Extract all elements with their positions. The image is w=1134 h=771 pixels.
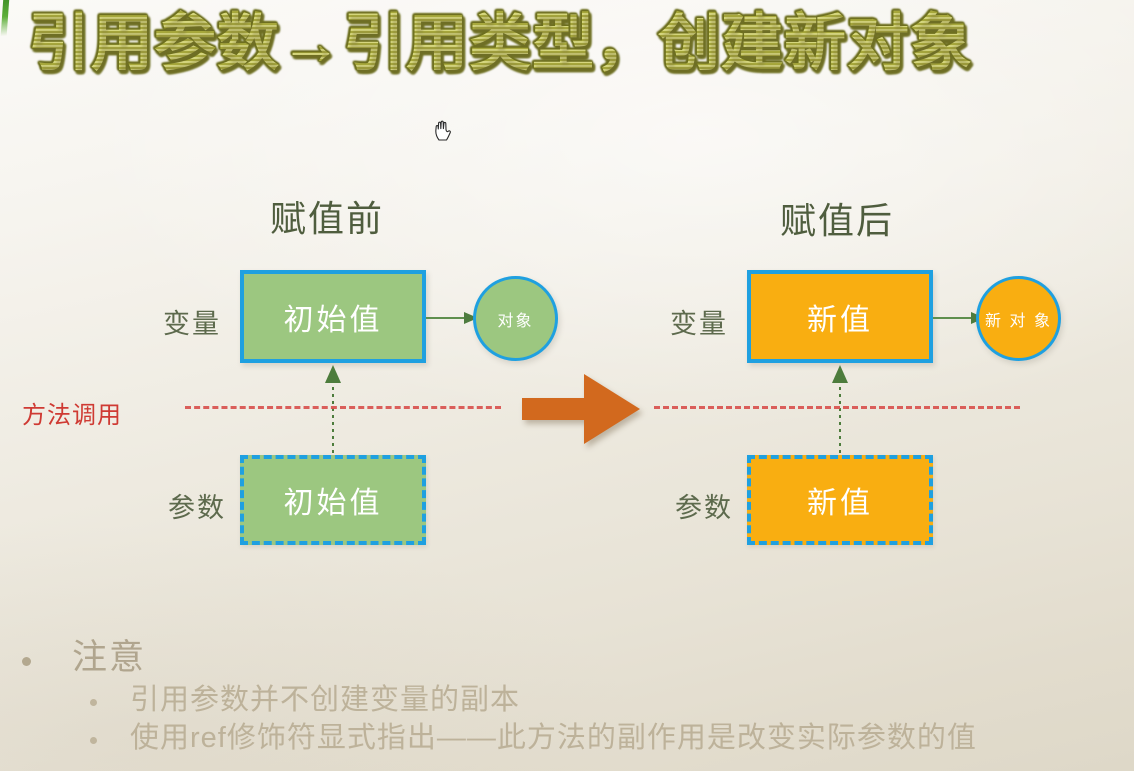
- after-parameter-to-variable-arrow: [832, 365, 848, 460]
- before-variable-box[interactable]: 初始值: [240, 270, 426, 363]
- bullet-dot-icon: [90, 698, 97, 706]
- before-parameter-label: 参数: [168, 493, 226, 523]
- notes-item-text: 引用参数并不创建变量的副本: [130, 683, 521, 716]
- after-variable-label: 变量: [670, 309, 728, 339]
- after-object-circle[interactable]: 新 对 象: [976, 276, 1061, 361]
- bullet-dot-icon: [90, 737, 97, 745]
- before-parameter-to-variable-arrow: [325, 365, 341, 460]
- before-object-circle[interactable]: 对象: [473, 276, 558, 361]
- method-call-label: 方法调用: [22, 402, 122, 429]
- before-panel-title: 赋值前: [270, 198, 385, 239]
- notes-item: 使用ref修饰符显式指出——此方法的副作用是改变实际参数的值: [0, 720, 1134, 758]
- grab-hand-cursor-icon: [435, 120, 451, 141]
- after-parameter-box-text: 新值: [807, 487, 873, 520]
- page-title: 引用参数→引用类型，创建新对象: [28, 9, 974, 78]
- method-call-divider-left: [185, 406, 501, 409]
- notes-heading-item: 注意: [0, 636, 1134, 680]
- after-variable-box-text: 新值: [807, 303, 873, 337]
- after-panel-title: 赋值后: [780, 200, 895, 241]
- after-object-circle-text: 新 对 象: [985, 312, 1052, 330]
- before-object-pointer-arrow: [426, 312, 478, 324]
- before-variable-label: 变量: [163, 309, 221, 339]
- before-variable-box-text: 初始值: [283, 303, 383, 337]
- before-parameter-box[interactable]: 初始值: [240, 455, 426, 545]
- notes-heading-text: 注意: [72, 638, 147, 677]
- transition-arrow-icon: [522, 374, 640, 444]
- notes-item-text: 使用ref修饰符显式指出——此方法的副作用是改变实际参数的值: [130, 722, 977, 755]
- method-call-divider-right: [654, 406, 1020, 409]
- bullet-dot-icon: [22, 657, 31, 666]
- notes-list: 注意 引用参数并不创建变量的副本 使用ref修饰符显式指出——此方法的副作用是改…: [0, 636, 1134, 759]
- before-parameter-box-text: 初始值: [283, 487, 383, 520]
- after-parameter-box[interactable]: 新值: [747, 455, 933, 545]
- after-parameter-label: 参数: [675, 493, 733, 523]
- notes-item: 引用参数并不创建变量的副本: [0, 682, 1134, 720]
- green-corner-accent: [0, 0, 10, 36]
- before-object-circle-text: 对象: [497, 312, 534, 330]
- after-variable-box[interactable]: 新值: [747, 270, 933, 363]
